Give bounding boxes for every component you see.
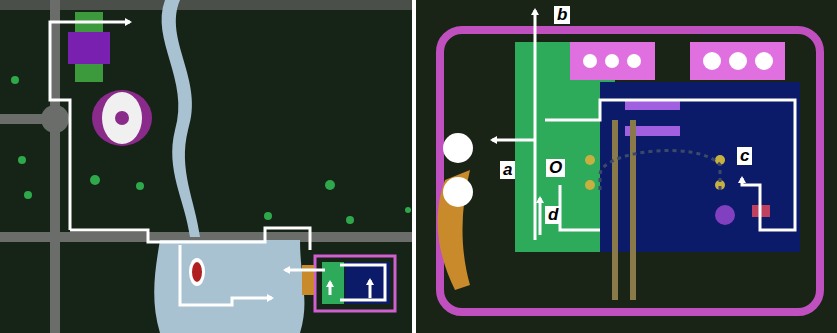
place-label: O [546, 159, 565, 177]
place-label: d [545, 206, 561, 224]
place-label: b [554, 6, 570, 24]
place-label: c [737, 147, 752, 165]
place-label: a [500, 161, 515, 179]
